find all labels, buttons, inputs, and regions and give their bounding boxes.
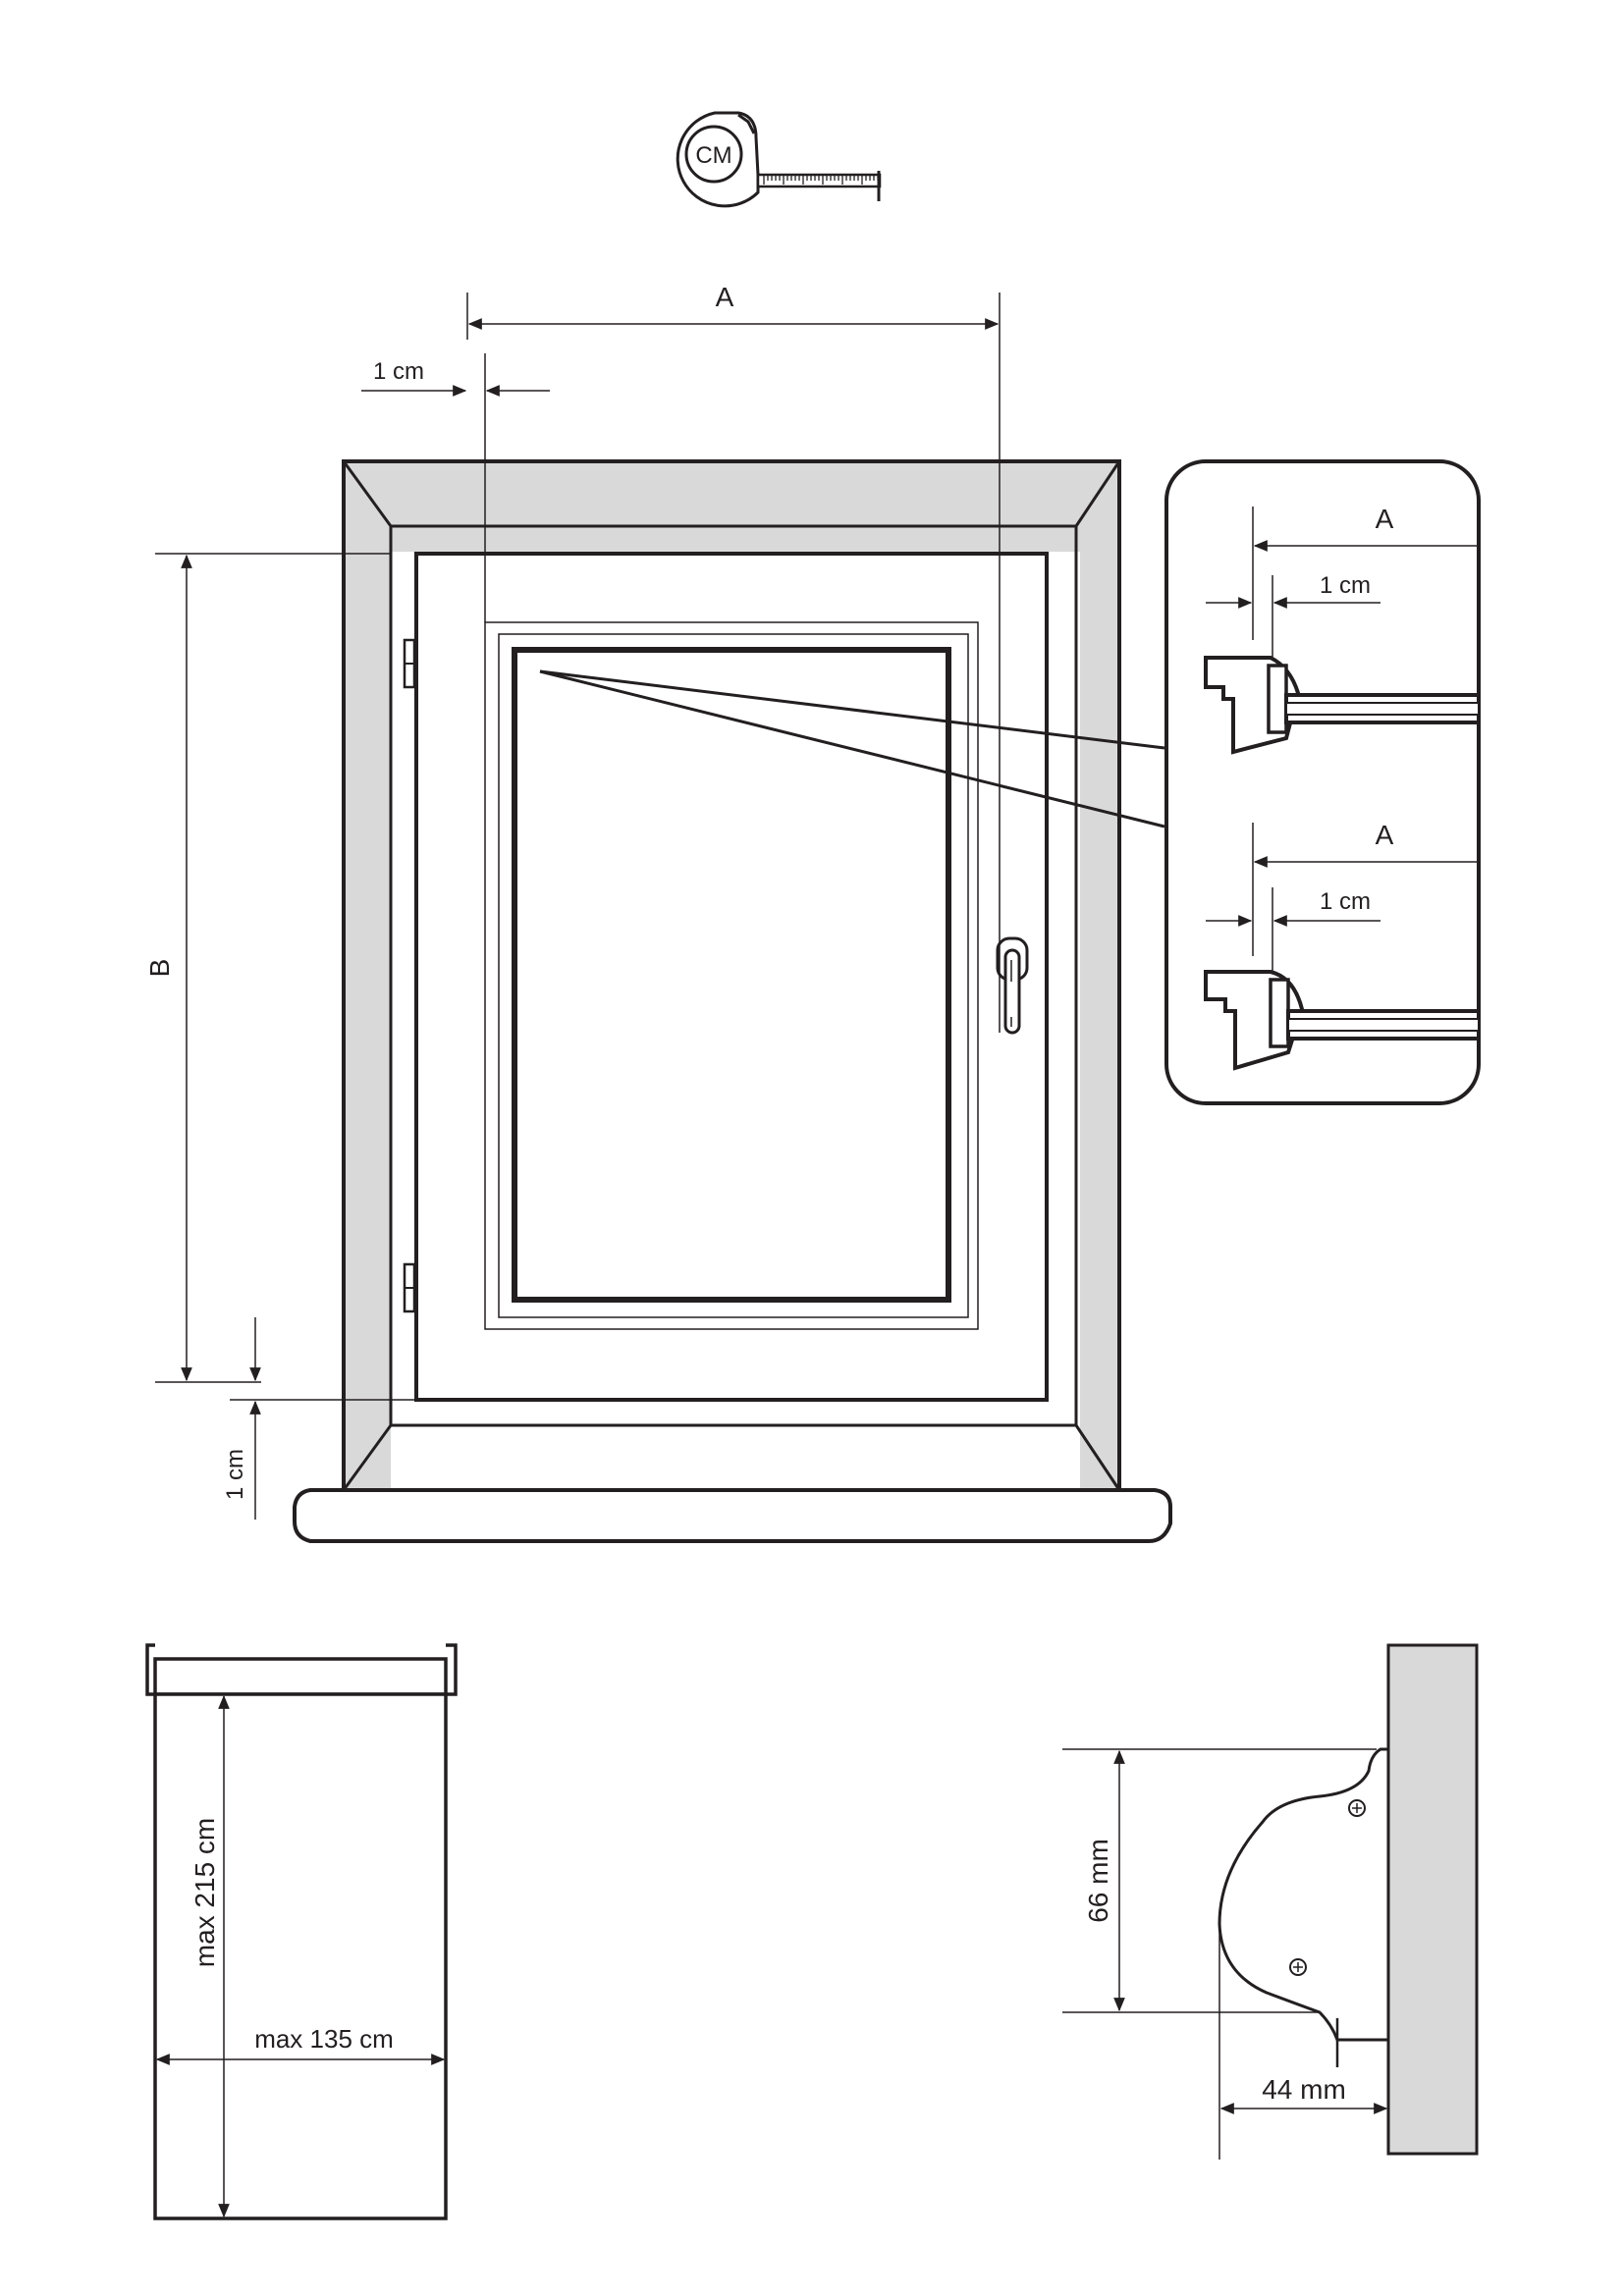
- tape-measure-icon: CM: [676, 111, 882, 208]
- cassette-profile-diagram: 66 mm 44 mm: [1062, 1643, 1479, 2160]
- detail-upper: A 1 cm: [1204, 504, 1481, 755]
- width-dimension: A: [466, 282, 1001, 1033]
- window-reveal: [342, 459, 1121, 1491]
- cassette-depth-label: 44 mm: [1262, 2074, 1346, 2105]
- side-offset-dimension: 1 cm: [361, 353, 550, 622]
- detail-lower-offset-label: 1 cm: [1320, 888, 1371, 915]
- max-width-label: max 135 cm: [254, 2024, 394, 2054]
- detail-callout-box: [1164, 459, 1481, 1105]
- detail-lower-width-label: A: [1376, 820, 1394, 850]
- callout-pointer: [539, 669, 1165, 828]
- cassette-height-label: 66 mm: [1083, 1839, 1113, 1923]
- hinge-icon: [403, 638, 416, 1313]
- detail-lower: A 1 cm: [1204, 820, 1481, 1071]
- bottom-offset-label: 1 cm: [222, 1449, 248, 1500]
- blind-size-diagram: max 215 cm max 135 cm: [145, 1643, 458, 2220]
- side-offset-label: 1 cm: [373, 358, 424, 385]
- bottom-offset-dimension: 1 cm: [222, 1317, 416, 1520]
- detail-upper-width-label: A: [1376, 504, 1394, 534]
- window-sill: [293, 1488, 1172, 1543]
- tape-unit-label: CM: [695, 142, 731, 169]
- max-height-label: max 215 cm: [189, 1818, 220, 1968]
- detail-upper-offset-label: 1 cm: [1320, 572, 1371, 599]
- height-dimension: B: [144, 553, 391, 1383]
- window-sash: [414, 552, 1049, 1402]
- height-label: B: [144, 959, 175, 978]
- width-label: A: [716, 282, 734, 312]
- window-handle-icon: [996, 936, 1029, 1035]
